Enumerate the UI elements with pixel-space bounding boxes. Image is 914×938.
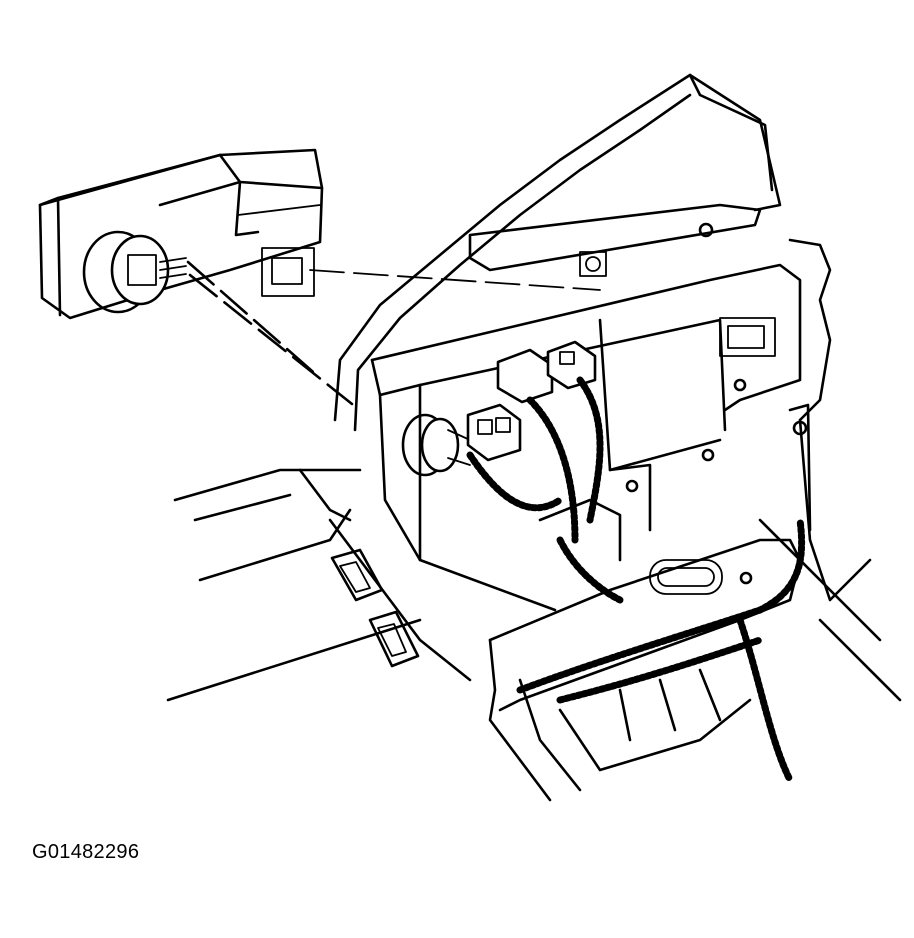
- lower-console: [166, 468, 752, 802]
- console-switch-upper: [330, 548, 384, 602]
- alignment-guide-lines: [186, 260, 601, 406]
- figure-id-label: G01482296: [32, 841, 140, 863]
- harness-connector-left: [401, 413, 471, 477]
- harness-connector-upper: [496, 340, 597, 404]
- dashboard-upper-panel: [333, 73, 782, 432]
- harness-connector-middle: [466, 403, 522, 462]
- console-switch-lower: [368, 610, 420, 668]
- right-side-panel: [758, 238, 902, 702]
- switch-round-connector: [82, 230, 187, 314]
- switch-housing: [38, 148, 324, 320]
